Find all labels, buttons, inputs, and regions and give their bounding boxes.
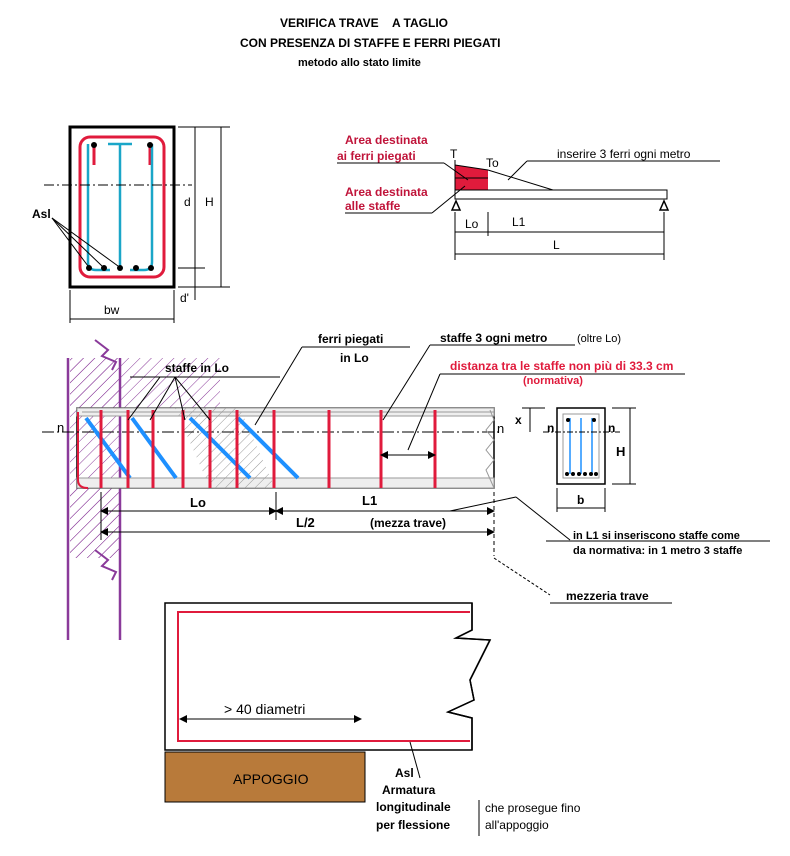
support-detail: > 40 diametri APPOGGIO Asl Armatura long… [164, 602, 581, 836]
section-d-label: d [184, 195, 191, 209]
shear-diagram: Area destinata ai ferri piegati Area des… [337, 133, 720, 260]
armatura-label-1: Armatura [382, 783, 436, 797]
prosegue-label-2: all'appoggio [485, 818, 549, 832]
beam-n-label-left: n [57, 420, 64, 435]
mezzeria-label: mezzeria trave [566, 589, 649, 603]
armatura-label-2: longitudinale [376, 800, 451, 814]
title-line1b: A TAGLIO [392, 16, 448, 30]
prosegue-label-1: che prosegue fino [485, 801, 581, 815]
area-stirrups-text-1: Area destinata [345, 185, 428, 199]
small-section-n-left: n [547, 421, 554, 435]
title-line3: metodo allo stato limite [298, 57, 421, 69]
small-section-H-label: H [616, 444, 625, 459]
diametri-label: > 40 diametri [224, 701, 305, 717]
shear-note: inserire 3 ferri ogni metro [557, 147, 691, 161]
beam-outline [76, 407, 495, 489]
area-bent-text-2: ai ferri piegati [337, 149, 416, 163]
small-section-n-right: n [608, 421, 615, 435]
armatura-label-3: per flessione [376, 818, 450, 832]
support-left-icon [450, 199, 462, 211]
support-right-icon [658, 199, 670, 211]
staffe-3-label: staffe 3 ogni metro [440, 331, 547, 345]
normativa-label: (normativa) [523, 375, 583, 387]
section-bw-label: bw [104, 303, 120, 317]
dim-L1-label: L1 [362, 493, 377, 508]
section-dprime-label: d' [180, 291, 189, 305]
cross-section: Asl d H d' bw [32, 125, 230, 323]
small-section-b-label: b [577, 493, 584, 507]
note-L1-line1: in L1 si inseriscono staffe come [573, 530, 740, 542]
dim-mezza-trave-label: (mezza trave) [370, 516, 446, 530]
note-L1-line2: da normativa: in 1 metro 3 staffe [573, 545, 742, 557]
longitudinal-bar [177, 611, 470, 742]
shear-L-label: L [553, 238, 560, 252]
staffe-3-oltre-label: (oltre Lo) [577, 333, 621, 345]
shear-T-label: T [450, 147, 458, 161]
section-H-label: H [205, 195, 214, 209]
title-line2: CON PRESENZA DI STAFFE E FERRI PIEGATI [240, 36, 500, 50]
title-block: VERIFICA TRAVE A TAGLIO CON PRESENZA DI … [240, 16, 500, 69]
stirrup [78, 135, 166, 279]
dim-Lo-label: Lo [190, 495, 206, 510]
title-line1a: VERIFICA TRAVE [280, 16, 379, 30]
shear-To-label: To [486, 156, 499, 170]
ferri-piegati-label-2: in Lo [340, 351, 369, 365]
area-bent-text-1: Area destinata [345, 133, 428, 147]
shear-L1-label: L1 [512, 215, 526, 229]
distanza-label: distanza tra le staffe non più di 33.3 c… [450, 359, 673, 373]
support-asl-label: Asl [395, 766, 414, 780]
appoggio-label: APPOGGIO [233, 771, 309, 787]
area-stirrups-text-2: alle staffe [345, 199, 401, 213]
beam-x-label: x [515, 413, 522, 427]
dim-L2-label: L/2 [296, 515, 315, 530]
beam-elevation [454, 189, 668, 200]
ferri-piegati-label-1: ferri piegati [318, 332, 383, 346]
beam-elevation-detail: n n staffe in Lo [42, 331, 770, 640]
appoggio-block [164, 751, 366, 803]
beam-n-label-right: n [497, 421, 504, 436]
section-asl-label: Asl [32, 207, 51, 221]
staffe-in-lo-label: staffe in Lo [165, 361, 229, 375]
shear-Lo-label: Lo [465, 217, 479, 231]
